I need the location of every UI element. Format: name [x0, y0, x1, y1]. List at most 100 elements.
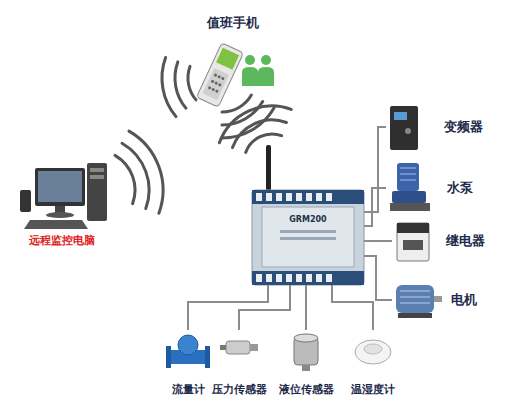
phone-icon [196, 43, 243, 108]
node-label: 液位传感器 [279, 382, 334, 397]
wire-connector [188, 285, 268, 330]
computer-icon [55, 206, 65, 213]
relay-icon [397, 223, 429, 261]
relay-icon [403, 240, 423, 250]
inverter-icon [390, 106, 418, 150]
pump-icon [392, 191, 426, 203]
controller-box: GRM200 [252, 188, 364, 285]
controller-device [280, 237, 336, 240]
wire-connector [332, 285, 373, 330]
node-label: 电机 [451, 291, 477, 309]
controller-device [326, 193, 332, 201]
phone-node: 值班手机 [185, 14, 280, 112]
relay-icon [397, 223, 429, 233]
controller-device [316, 193, 322, 201]
pressure-sensor-icon [250, 344, 258, 351]
phone-icon [196, 43, 243, 108]
wire-connector [305, 285, 307, 330]
computer-icon [87, 163, 107, 221]
flowmeter-icon [166, 335, 210, 368]
wire-connector [364, 188, 386, 226]
pump-icon [400, 179, 416, 181]
humidity-sensor-icon [355, 340, 391, 364]
level-sensor-icon [302, 365, 310, 371]
equipment-node: 水泵 [386, 162, 476, 214]
inverter-icon [394, 112, 407, 120]
controller-device [252, 271, 364, 285]
pump-icon [397, 163, 419, 191]
node-label: 值班手机 [207, 14, 259, 32]
motor-icon [400, 290, 430, 292]
node-label: 继电器 [446, 232, 485, 250]
flowmeter-icon [166, 346, 171, 368]
motor-icon [398, 313, 432, 318]
pressure-sensor-icon [220, 341, 258, 354]
phone-icon [221, 77, 225, 81]
controller-device [252, 145, 364, 285]
people-icon [245, 55, 255, 65]
inverter-icon [405, 128, 411, 134]
phone-icon [211, 88, 215, 92]
computer-icon [35, 168, 85, 206]
motor-icon [396, 285, 434, 313]
pressure-sensor-icon [220, 345, 226, 350]
phone-icon [215, 89, 219, 93]
equipment-node: 电机 [392, 280, 480, 320]
pump-icon [400, 167, 416, 169]
controller-device [262, 207, 354, 267]
wireless-wave [222, 102, 263, 126]
phone-icon [216, 48, 239, 70]
pump-icon [390, 163, 430, 211]
phone-icon [214, 81, 218, 85]
wireless-wave [188, 66, 196, 100]
controller-device [296, 193, 302, 201]
phone-icon [203, 68, 229, 100]
computer-icon [24, 220, 88, 229]
motor-icon [434, 296, 442, 302]
controller-device [296, 274, 302, 282]
wireless-wave [129, 131, 163, 213]
pressure-sensor-icon [226, 341, 250, 354]
pump-icon [390, 203, 430, 211]
people-icon [242, 67, 258, 86]
people-icon [258, 67, 274, 86]
equipment-node: 继电器 [392, 220, 488, 262]
node-label: 远程监控电脑 [29, 233, 95, 248]
controller-device [276, 193, 282, 201]
sensor-node: 温湿度计 [342, 330, 404, 398]
wireless-wave [222, 108, 274, 138]
controller-device [286, 274, 292, 282]
humidity-sensor-icon [355, 340, 391, 364]
motor-icon [400, 302, 430, 304]
controller-device [266, 145, 271, 191]
phone-icon [208, 86, 212, 90]
computer-node: 远程监控电脑 [7, 160, 117, 248]
controller-device [286, 193, 292, 201]
controller-device [252, 190, 364, 285]
controller-device [306, 274, 312, 282]
controller-device [252, 190, 364, 204]
controller-device [266, 193, 272, 201]
phone-icon [211, 79, 215, 83]
controller-device [306, 193, 312, 201]
humidity-sensor-icon [364, 344, 382, 354]
people-icon [261, 55, 271, 65]
flowmeter-icon [205, 346, 210, 368]
computer-icon [46, 212, 74, 218]
wire-connector [364, 256, 392, 300]
node-label: 变频器 [444, 118, 483, 136]
controller-device [276, 274, 282, 282]
controller-device [256, 274, 262, 282]
inverter-icon [390, 106, 418, 150]
pump-icon [400, 173, 416, 175]
controller-device [266, 274, 272, 282]
motor-icon [400, 296, 430, 298]
controller-device [326, 274, 332, 282]
wire-connector [239, 285, 290, 330]
wireless-wave [246, 134, 282, 152]
controller-device [256, 193, 262, 201]
phone-icon [214, 73, 218, 77]
computer-icon [90, 175, 104, 179]
